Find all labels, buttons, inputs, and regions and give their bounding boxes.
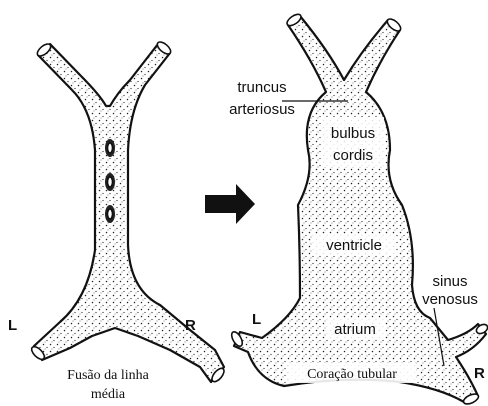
fusion-gap-lumen-3 <box>108 209 113 219</box>
left-figure-caption-line1: Fusão da linha <box>67 368 149 383</box>
transition-arrow-icon <box>205 184 255 224</box>
fusion-gap-lumen-1 <box>108 143 113 153</box>
sinus-venosus-label-line2: venosus <box>422 291 478 308</box>
atrium-label: atrium <box>334 321 376 338</box>
fusing-heart-tubes: L R Fusão da linha média <box>8 40 226 402</box>
tubular-heart: truncus arteriosus bulbus cordis ventric… <box>229 12 488 406</box>
tubular-heart-stipple <box>234 16 486 402</box>
right-figure-l-label: L <box>252 311 261 328</box>
bulbus-cordis-label-line2: cordis <box>333 147 373 164</box>
truncus-label-line2: arteriosus <box>229 101 295 118</box>
left-figure-l-label: L <box>8 317 17 334</box>
left-figure-caption-line2: média <box>91 387 126 402</box>
bulbus-cordis-label-line1: bulbus <box>331 125 375 142</box>
fusion-gap-lumen-2 <box>108 177 113 187</box>
right-figure-r-label: R <box>474 365 485 382</box>
truncus-label-line1: truncus <box>237 79 286 96</box>
left-figure-r-label: R <box>185 317 196 334</box>
sinus-venosus-label-line1: sinus <box>432 273 467 290</box>
right-figure-caption: Coração tubular <box>307 367 397 382</box>
ventricle-label: ventricle <box>326 237 382 254</box>
